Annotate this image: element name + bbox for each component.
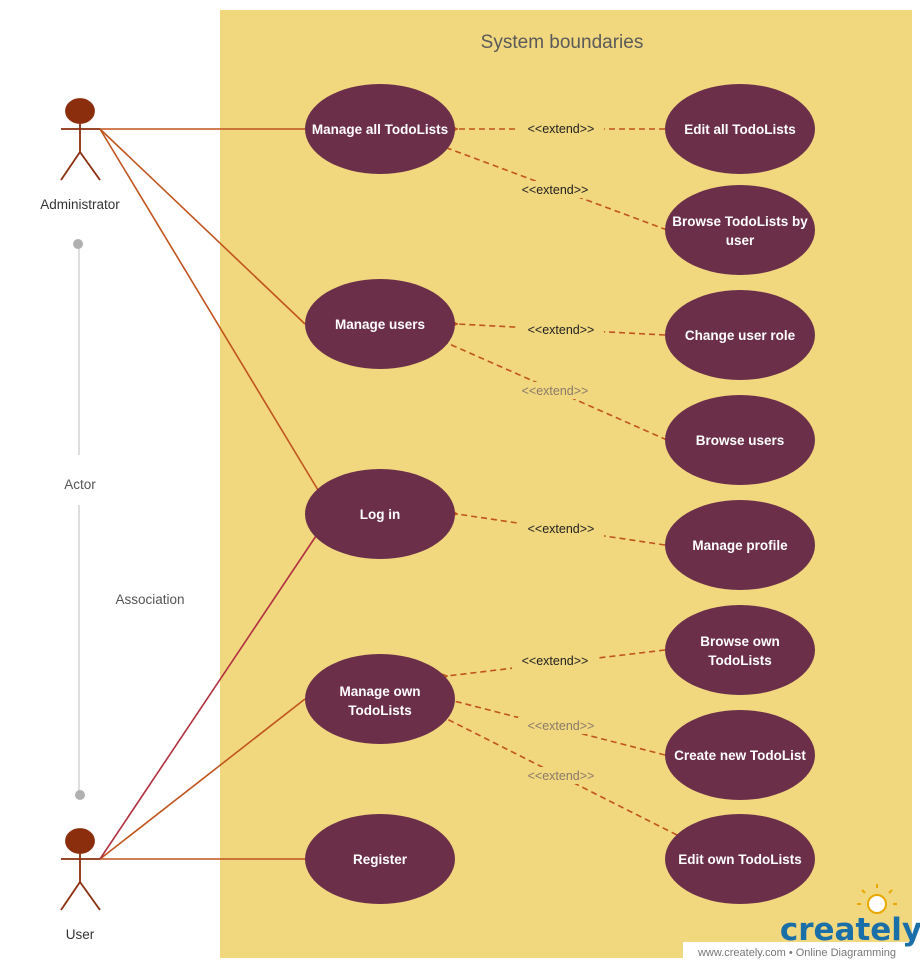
extend-labels: <<extend>> <<extend>> <<extend>> <<exten…	[512, 120, 604, 784]
association-user-manage-own	[99, 698, 306, 860]
extend-label: <<extend>>	[522, 183, 589, 197]
extend-label: <<extend>>	[528, 719, 595, 733]
footer-text: www.creately.com • Online Diagramming	[697, 947, 896, 959]
creately-logo: creately	[780, 912, 920, 948]
use-case-change-user-role: Change user role	[665, 290, 815, 380]
extend-label: <<extend>>	[528, 769, 595, 783]
use-case-manage-profile: Manage profile	[665, 500, 815, 590]
extend-label: <<extend>>	[522, 384, 589, 398]
connector-endpoint-icon	[73, 239, 83, 249]
associations	[99, 128, 319, 860]
extend-label: <<extend>>	[522, 654, 589, 668]
legend-connector: Actor Association	[64, 239, 185, 800]
association-admin-login	[99, 128, 319, 491]
extend-label: <<extend>>	[528, 122, 595, 136]
lightbulb-icon	[857, 884, 897, 914]
use-case-label: Log in	[360, 507, 401, 522]
use-case-label: Edit own TodoLists	[678, 852, 801, 867]
actor-label-user: User	[66, 927, 95, 942]
extend-browse-by-user	[447, 148, 668, 231]
use-case-create-new-todolist: Create new TodoList	[665, 710, 815, 800]
use-case-label: Browse TodoLists by	[672, 214, 808, 229]
use-case-edit-own-todolists: Edit own TodoLists	[665, 814, 815, 904]
use-case-label: Browse users	[696, 433, 785, 448]
use-case-label: user	[726, 233, 755, 248]
use-case-label: TodoLists	[348, 703, 412, 718]
use-case-manage-users: Manage users	[305, 279, 455, 369]
use-case-manage-own-todolists: Manage own TodoLists	[305, 654, 455, 744]
use-case-label: Browse own	[700, 634, 780, 649]
creately-branding: creately www.creately.com • Online Diagr…	[683, 884, 920, 962]
use-case-label: TodoLists	[708, 653, 772, 668]
association-user-login	[99, 535, 317, 860]
connector-endpoint-icon	[75, 790, 85, 800]
use-case-label: Create new TodoList	[674, 748, 806, 763]
use-case-edit-all-todolists: Edit all TodoLists	[665, 84, 815, 174]
extend-browse-own	[447, 649, 666, 676]
actor-label-administrator: Administrator	[40, 197, 120, 212]
actor-administrator: Administrator	[40, 98, 120, 212]
use-case-label: Change user role	[685, 328, 796, 343]
use-case-browse-own-todolists: Browse own TodoLists	[665, 605, 815, 695]
use-case-label: Edit all TodoLists	[684, 122, 796, 137]
use-case-browse-todolists-by-user: Browse TodoLists by user	[665, 185, 815, 275]
extend-label: <<extend>>	[528, 522, 595, 536]
use-case-label: Manage users	[335, 317, 425, 332]
stick-figure-icon	[60, 828, 101, 911]
use-case-register: Register	[305, 814, 455, 904]
system-boundary-title: System boundaries	[481, 32, 644, 53]
use-cases: Manage all TodoLists Edit all TodoLists …	[305, 84, 815, 904]
legend-association-label: Association	[115, 592, 184, 607]
use-case-label: Register	[353, 852, 408, 867]
stick-figure-icon	[60, 98, 101, 181]
extend-edit-own	[445, 718, 678, 836]
association-admin-manage-users	[99, 128, 306, 325]
use-case-label: Manage all TodoLists	[312, 122, 448, 137]
legend-actor-label: Actor	[64, 477, 96, 492]
use-case-manage-all-todolists: Manage all TodoLists	[305, 84, 455, 174]
extend-label: <<extend>>	[528, 323, 595, 337]
use-case-label: Manage profile	[692, 538, 788, 553]
use-case-log-in: Log in	[305, 469, 455, 559]
use-case-label: Manage own	[339, 684, 420, 699]
use-case-browse-users: Browse users	[665, 395, 815, 485]
actor-user: User	[60, 828, 101, 942]
